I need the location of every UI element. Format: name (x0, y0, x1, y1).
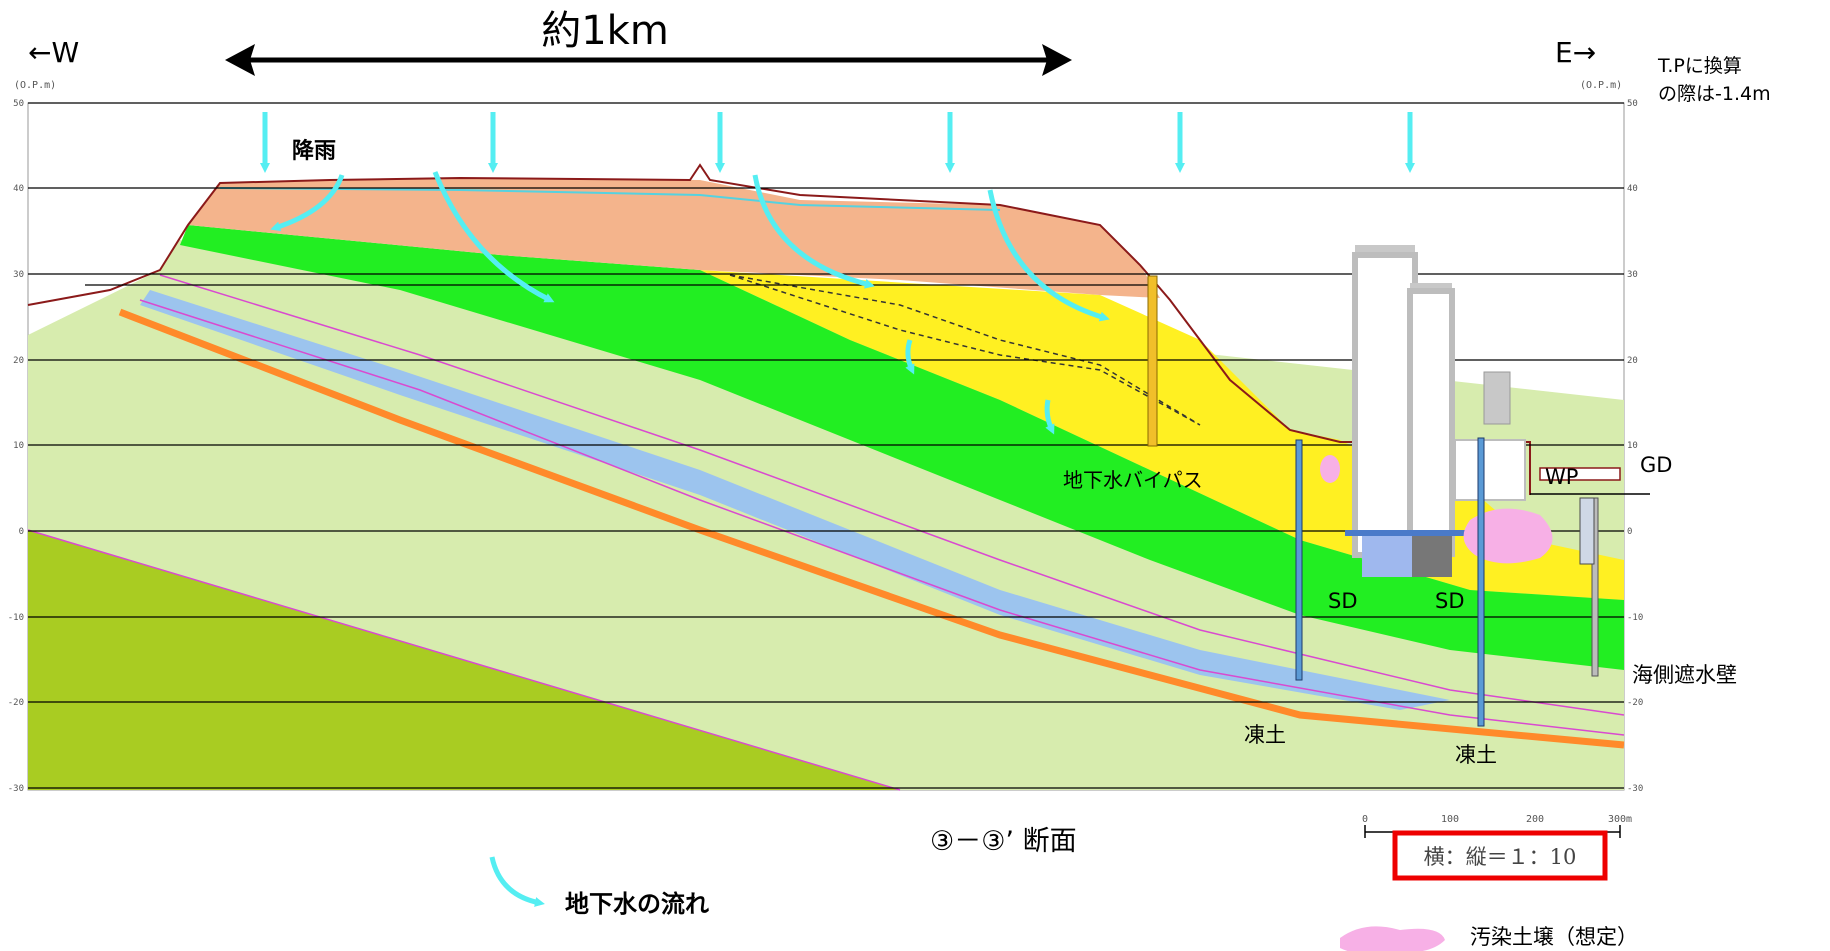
seawall-label: 海側遮水壁 (1632, 663, 1737, 687)
wp-label: WP (1545, 465, 1578, 489)
unit-right: (O.P.m) (1580, 80, 1622, 91)
frozen-left-label: 凍土 (1244, 723, 1286, 747)
y-tick-30: 30 (13, 270, 24, 280)
y-axis-left: 50 40 30 20 10 0 -10 -20 -30 (8, 99, 24, 794)
rain-arrows (260, 112, 1415, 173)
flow-arrows (270, 171, 1110, 435)
legend-contaminated-label: 汚染土壌（想定） (1470, 925, 1638, 949)
pink-line-lower (139, 299, 1625, 736)
wp-structure (1579, 497, 1595, 565)
sd-left-label: SD (1328, 589, 1358, 613)
y-tick-r-0: 0 (1627, 527, 1632, 537)
hscale-tick-100: 100 (1441, 814, 1459, 825)
seawall-pile (1591, 497, 1599, 677)
hscale-tick-300m: 300m (1608, 814, 1632, 825)
west-label: ←W (28, 36, 79, 69)
legend-contaminated-icon (1340, 926, 1445, 951)
blue-band (140, 290, 1450, 710)
flow-arrow-icon (987, 189, 1110, 322)
unit-left: (O.P.m) (14, 80, 56, 91)
y-tick-r-50: 50 (1627, 99, 1638, 109)
y-tick-10: 10 (13, 441, 24, 451)
y-tick-20: 20 (13, 356, 24, 366)
hscale-tick-200: 200 (1526, 814, 1544, 825)
gd-label: GD (1640, 453, 1672, 477)
sd-right-label: SD (1435, 589, 1465, 613)
y-tick-r-minus10: -10 (1627, 613, 1643, 623)
sd-well-left (1295, 439, 1303, 681)
cyan-surface-line (219, 187, 1001, 211)
y-tick-40: 40 (13, 184, 24, 194)
y-tick-minus30: -30 (8, 784, 24, 794)
east-label: E→ (1555, 36, 1596, 69)
contaminated-soil-blob (1320, 455, 1340, 483)
y-tick-minus10: -10 (8, 613, 24, 623)
legend-flow-label: 地下水の流れ (565, 890, 709, 918)
sd-well-right (1477, 437, 1485, 727)
y-tick-0: 0 (19, 527, 24, 537)
reactor-buildings (1345, 245, 1621, 577)
y-tick-minus20: -20 (8, 698, 24, 708)
bypass-well (1147, 275, 1158, 447)
y-tick-r-40: 40 (1627, 184, 1638, 194)
y-tick-r-30: 30 (1627, 270, 1638, 280)
flow-arrow-icon (270, 174, 345, 232)
tp-note-line2: の際は-1.4m (1658, 83, 1771, 105)
y-tick-r-20: 20 (1627, 356, 1638, 366)
ratio-label: 横：縦＝１：10 (1424, 845, 1577, 869)
frozen-right-label: 凍土 (1455, 743, 1497, 767)
bypass-label: 地下水バイパス (1063, 468, 1203, 492)
hscale-tick-0: 0 (1362, 814, 1368, 825)
flow-arrow-icon (905, 339, 915, 375)
y-tick-r-minus20: -20 (1627, 698, 1643, 708)
section-title: ③－③’ 断面 (930, 826, 1077, 857)
distance-label: 約1km (541, 8, 669, 54)
rain-label: 降雨 (292, 139, 336, 164)
flow-arrow-icon (752, 174, 875, 289)
y-axis-right: 50 40 30 20 10 0 -10 -20 -30 (1627, 99, 1643, 794)
contaminated-soil-blob (1463, 508, 1553, 564)
y-tick-50: 50 (13, 99, 24, 109)
ratio-highlight-box (1392, 830, 1608, 881)
dashed-lens (729, 274, 1201, 426)
green-band (180, 225, 1624, 670)
y-tick-r-10: 10 (1627, 441, 1638, 451)
pink-line-upper (159, 274, 1625, 716)
legend-flow-arrow-icon (489, 856, 545, 907)
flow-arrow-icon (432, 171, 555, 303)
y-tick-r-minus30: -30 (1627, 784, 1643, 794)
olive-boundary-line (27, 529, 901, 791)
tp-note-line1: T.Pに換算 (1657, 55, 1742, 77)
distance-arrow (225, 44, 1072, 76)
flow-arrow-icon (1044, 399, 1055, 435)
orange-seam (118, 308, 1625, 749)
